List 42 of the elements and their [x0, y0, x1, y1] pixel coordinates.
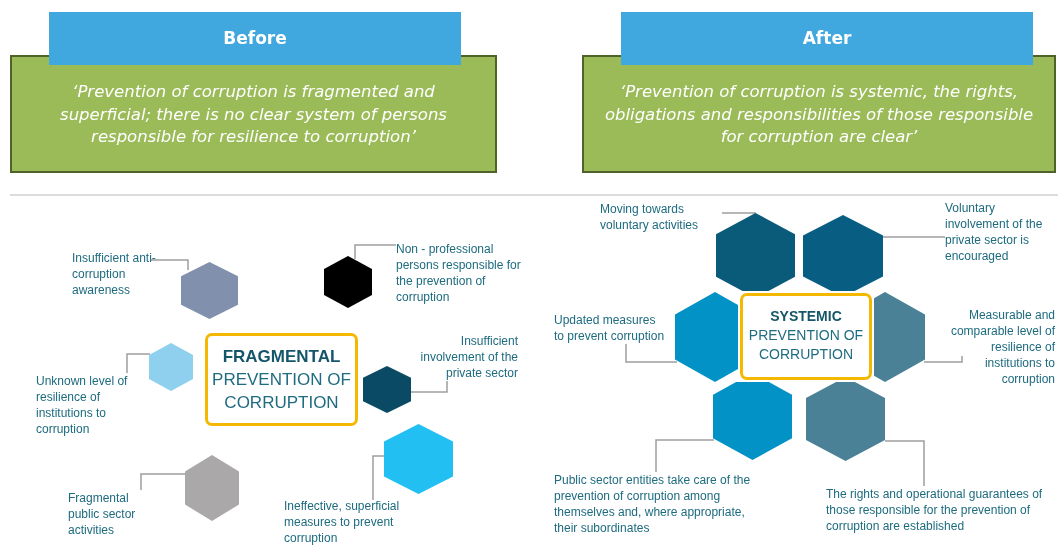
callout-text: Ineffective, superficial measures to prevent corruption [284, 498, 416, 546]
leader-line [881, 236, 946, 238]
callout-text: Moving towards voluntary activities [600, 201, 722, 233]
hexagon [384, 424, 453, 494]
leader-line [884, 440, 925, 487]
leader-line [140, 473, 187, 491]
hexagon [149, 343, 193, 391]
hexagon [181, 262, 238, 319]
leader-line [721, 212, 757, 214]
callout-text: Non - professional persons responsible for the prevention of corruption [396, 241, 522, 305]
callout-text: Insufficient involvement of the private sector [398, 333, 518, 381]
hexagon [716, 213, 795, 291]
callout-text: The rights and operational guarantees of those responsible for the prevention of corruption are established [826, 486, 1048, 534]
leader-line [655, 439, 715, 473]
callout-text: Fragmental public sector activities [68, 490, 152, 538]
hexagon [675, 292, 738, 382]
hexagon [185, 455, 239, 521]
callout-text: Updated measures to prevent corruption [554, 312, 666, 344]
hexagon [713, 382, 792, 460]
hexagon [363, 366, 411, 413]
leader-line [410, 380, 448, 393]
hexagon [324, 256, 372, 308]
callout-text: Public sector entities take care of the prevention of corruption among themselves and, where appropriate, their subordinates [554, 472, 766, 536]
hexagon [803, 215, 883, 291]
leader-line [923, 355, 963, 363]
callout-text: Measurable and comparable level of resilience of institutions to corruption [950, 307, 1055, 387]
leader-line [126, 353, 151, 374]
quote-box: ‘Prevention of corruption is fragmented and superficial; there is no clear system of persons responsible for resilience to corruption’ [10, 55, 497, 173]
title-box: FRAGMENTAL PREVENTION OF CORRUPTION [205, 333, 358, 426]
leader-line [372, 455, 386, 501]
header-band: Before [49, 12, 461, 65]
leader-line [625, 343, 678, 363]
callout-text: Unknown level of resilience of institutions to corruption [36, 373, 140, 437]
leader-line [354, 244, 397, 260]
hexagon [874, 292, 925, 382]
callout-text: Insufficient anti-corruption awareness [72, 250, 184, 298]
quote-box: ‘Prevention of corruption is systemic, the rights, obligations and responsibilities of those responsible for corruption are clear’ [582, 55, 1056, 173]
title-box: SYSTEMIC PREVENTION OF CORRUPTION [740, 293, 872, 380]
leader-line [149, 259, 189, 271]
callout-text: Voluntary involvement of the private sector is encouraged [945, 200, 1057, 264]
hexagon [806, 382, 885, 461]
header-band: After [621, 12, 1033, 65]
